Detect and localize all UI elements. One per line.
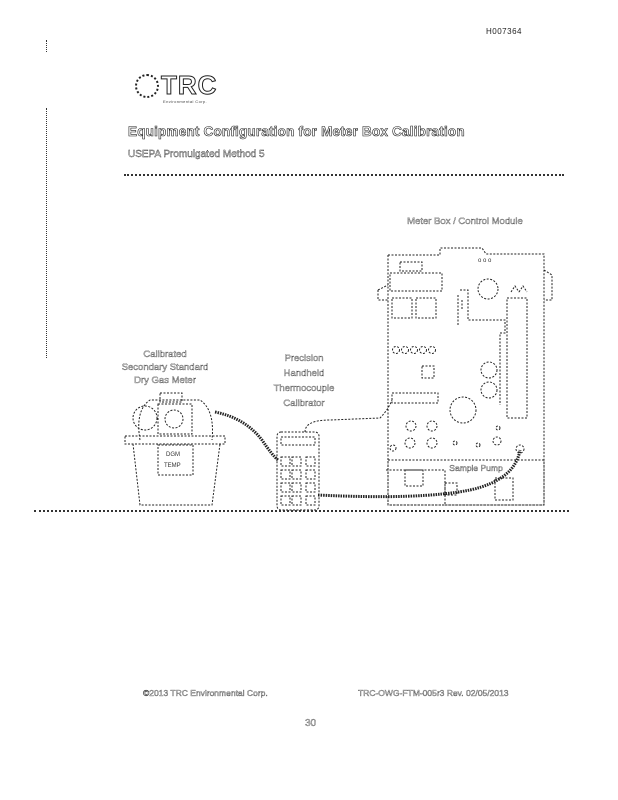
page-subtitle: USEPA Promulgated Method 5	[128, 149, 265, 160]
document-id: H007364	[486, 27, 522, 36]
label-dry-gas-meter: Calibrated Secondary Standard Dry Gas Me…	[110, 348, 220, 387]
page-title: Equipment Configuration for Meter Box Ca…	[128, 124, 465, 140]
calibrator-body	[276, 431, 320, 511]
switch-box	[421, 365, 435, 379]
label-tc-line-3: Thermocouple	[273, 383, 335, 394]
svg-text:o o o: o o o	[478, 258, 492, 264]
label-tc-line-1: Precision	[284, 353, 324, 364]
temperature-display	[391, 392, 439, 404]
gauge-right	[415, 297, 437, 319]
scan-margin-line	[46, 108, 48, 358]
label-dgm-line-1: Calibrated	[143, 349, 187, 360]
label-sample-pump: Sample Pump	[449, 463, 503, 473]
meter-box-control-module: o o o	[377, 247, 553, 506]
label-thermocouple-calibrator: Precision Handheld Thermocouple Calibrat…	[262, 351, 346, 411]
dgm-display	[157, 403, 193, 435]
label-plate	[389, 272, 443, 292]
thermocouple-lead	[304, 399, 393, 433]
display-window	[399, 261, 423, 272]
sample-inlet	[515, 444, 525, 454]
label-dgm-line-2: Secondary Standard	[121, 362, 209, 373]
dgm-dial-left	[132, 405, 158, 431]
label-meter-box: Meter Box / Control Module	[407, 216, 523, 227]
dgm-label-panel	[157, 444, 194, 476]
dgm-panel-line-2: TEMP	[164, 463, 181, 469]
vacuum-gauge	[449, 396, 477, 424]
trc-logo: TRC Environmental Corp.	[133, 70, 243, 106]
dgm-panel-line-1: DGM	[166, 452, 180, 458]
footer-copyright: ©2013 TRC Environmental Corp.	[143, 688, 268, 698]
scan-margin-mark	[46, 40, 48, 52]
thermocouple-calibrator-drawing	[276, 431, 320, 511]
logo-tagline: Environmental Corp.	[163, 99, 208, 104]
calibrator-display	[280, 436, 316, 446]
inclined-manometer	[506, 297, 528, 419]
page-number: 30	[305, 718, 317, 729]
manometer-dial	[477, 278, 499, 300]
switch-row	[392, 346, 436, 354]
logo-circle-icon	[135, 74, 159, 98]
label-tc-line-2: Handheld	[283, 368, 325, 379]
label-dgm-line-3: Dry Gas Meter	[134, 375, 196, 386]
dgm-hose	[214, 410, 279, 462]
diagram-bottom-divider	[34, 510, 569, 512]
gauge-left	[391, 297, 413, 319]
dgm-dial-center	[164, 409, 184, 429]
footer-document-ref: TRC-OWG-FTM-005r3 Rev. 02/05/2013	[358, 688, 509, 698]
sample-pump-housing	[387, 459, 545, 506]
label-tc-line-4: Calibrator	[283, 398, 325, 409]
dry-gas-meter-drawing: DGM TEMP	[124, 392, 226, 506]
title-divider	[124, 174, 564, 176]
logo-brand: TRC	[160, 70, 218, 101]
sample-hose	[317, 449, 522, 499]
